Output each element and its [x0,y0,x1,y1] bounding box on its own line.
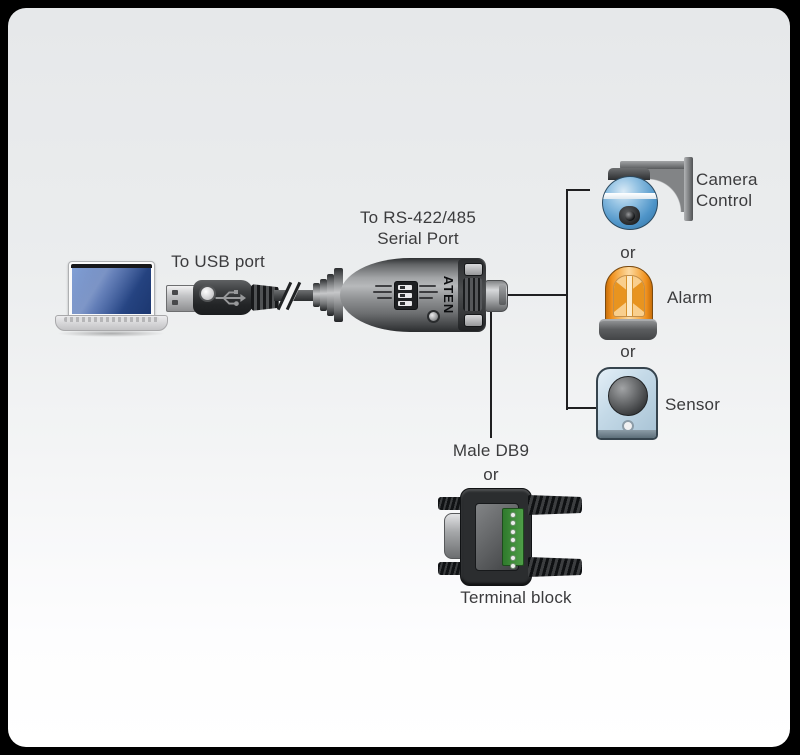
line-adapter-to-branch [497,294,567,296]
diagram-panel: ATEN [8,8,790,747]
terminal-screw [510,563,516,570]
alarm-beacon-inner [613,275,645,317]
terminal-screw-stub [438,562,464,575]
dip-switch-1 [398,285,412,290]
adapter-strain-ring [313,283,320,307]
terminal-screw [510,511,516,518]
usb-connector-hole [172,300,178,305]
laptop [55,252,175,342]
label-or-1: or [620,243,636,262]
laptop-shadow [57,330,165,337]
adapter-led [427,310,440,323]
dip-switch-nub [400,294,405,297]
label-or-3: or [483,465,499,484]
terminal-screw [510,537,516,544]
alarm-reflector [632,280,644,312]
label-male-db9: Male DB9 [452,441,530,460]
brand-logo: ATEN [441,275,456,315]
dip-label-print [419,285,436,287]
terminal-screw [510,554,516,561]
dip-label-print [419,297,433,299]
laptop-screen [68,261,155,318]
alarm-reflector [614,280,626,312]
line-db9-drop [490,308,492,438]
terminal-block-device [436,486,586,586]
label-camera-control: Camera Control [696,169,786,211]
terminal-screw [510,545,516,552]
sensor-body-icon [596,367,658,440]
label-alarm: Alarm [667,288,713,307]
adapter-strain-ring [327,274,334,316]
adapter-grip-ribs [463,278,482,311]
dip-switch-nub [400,302,405,305]
line-branch-vertical [566,189,568,410]
laptop-display-sheen [72,268,151,314]
label-sensor: Sensor [665,395,721,414]
laptop-keyboard [64,317,159,322]
terminal-thumbscrew [528,495,582,515]
alarm-base [599,319,657,340]
sensor-detector [608,376,648,416]
terminal-screw [510,520,516,527]
dip-label-print [375,285,392,287]
alarm-beacon-icon [605,266,653,324]
adapter-db9-face [499,285,506,305]
label-to-serial-port: To RS-422/485 Serial Port [343,207,493,249]
label-to-serial-line1: To RS-422/485 [359,208,476,227]
line-branch-to-camera [568,189,590,191]
terminal-thumbscrew [528,557,582,577]
alarm-filament [626,276,633,316]
laptop-display [72,268,151,314]
dip-switch-nub [400,286,405,289]
label-to-serial-line2: Serial Port [377,229,459,248]
usb-plug-led-window [199,285,216,302]
usb-connector-hole [172,290,178,295]
camera-dome-band [603,193,657,199]
adapter-db9-connector [485,280,508,312]
dip-label-print [377,297,392,299]
alarm-device [599,264,657,340]
usb-plug-body [193,280,253,315]
usb-serial-adapter: ATEN [308,256,508,336]
cable-break-icon [276,280,306,312]
adapter-connector-housing [458,259,486,331]
dip-label-print [419,291,438,293]
laptop-webcam-bezel [71,264,152,268]
camera-mount-bar [620,161,692,169]
terminal-screw [510,528,516,535]
sensor-device [596,365,658,440]
laptop-base [55,315,168,331]
label-camera-line2: Control [696,191,753,210]
terminal-strip-icon [502,508,524,570]
usb-trident-icon [215,290,246,306]
camera-dome-icon [602,176,658,230]
sensor-base-band [598,430,656,438]
camera-lens [625,211,635,221]
line-branch-to-sensor [568,407,599,409]
camera-mount-plate [684,157,693,221]
adapter-thumbscrew-slot [464,263,483,276]
adapter-strain-ring [334,268,343,322]
usb-connector-icon [166,285,196,312]
label-terminal-block: Terminal block [460,588,572,607]
dip-label-print [373,291,392,293]
label-camera-line1: Camera [696,170,758,189]
terminal-screw-stub [438,497,464,510]
dip-switch-3 [398,301,412,306]
adapter-strain-ring [320,279,327,311]
label-to-usb-port: To USB port [171,252,265,271]
dip-switch-2 [398,293,412,298]
camera-lens-housing [619,206,640,225]
label-or-2: or [620,342,636,361]
camera-device [600,156,700,234]
adapter-dip-switch [394,281,418,310]
usb-cable-assembly [166,278,336,320]
usb-cable [274,290,324,301]
adapter-thumbscrew-slot [464,314,483,327]
